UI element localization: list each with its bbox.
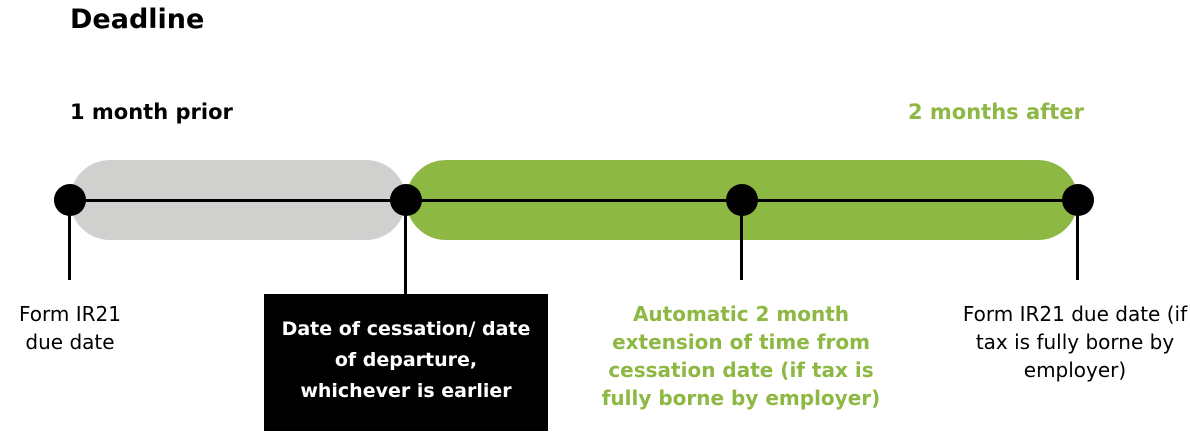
- note-ir21-due: Form IR21 due date: [19, 302, 121, 354]
- note-ir21-due-employer: Form IR21 due date (if tax is fully born…: [962, 302, 1188, 382]
- diagram-title: Deadline: [70, 4, 205, 35]
- milestone-dot: [390, 184, 422, 216]
- after-label: 2 months after: [908, 100, 1084, 124]
- prior-label: 1 month prior: [70, 100, 233, 124]
- milestone-dot: [1062, 184, 1094, 216]
- milestone-dot: [726, 184, 758, 216]
- timeline-line: [70, 199, 1078, 202]
- connector-extension: [740, 200, 743, 280]
- connector-right: [1076, 200, 1079, 280]
- connector-center: [404, 200, 407, 295]
- connector-left: [68, 200, 71, 280]
- milestone-dot: [54, 184, 86, 216]
- note-extension: Automatic 2 month extension of time from…: [601, 302, 881, 410]
- note-cessation-date: Date of cessation/ date of departure, wh…: [264, 294, 548, 431]
